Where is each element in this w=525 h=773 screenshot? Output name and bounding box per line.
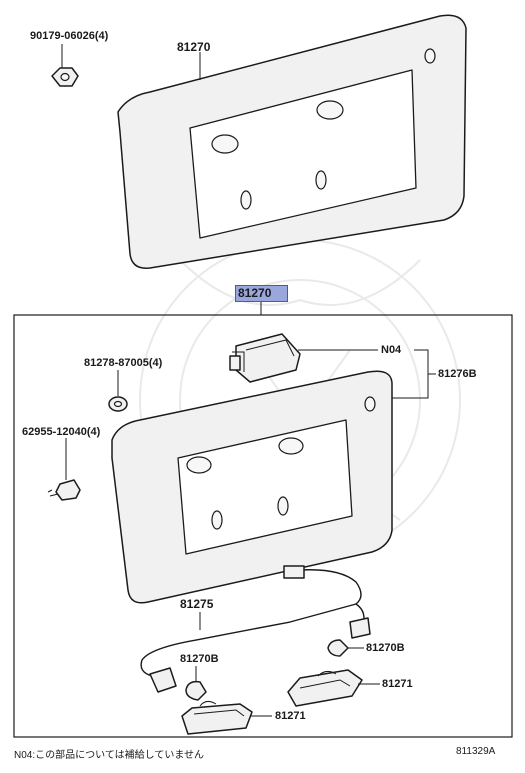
lamp-housing-right (287, 669, 380, 707)
label-n04[interactable]: N04 (381, 344, 402, 356)
footer-code: 811329A (456, 746, 496, 757)
label-lamp-left[interactable]: 81271 (275, 710, 306, 722)
label-grommet[interactable]: 81278-87005(4) (84, 357, 163, 369)
screw-part (47, 438, 81, 501)
assembly-frame (13, 314, 513, 738)
top-plate-bracket (117, 14, 467, 269)
label-top-screw[interactable]: 90179-06026(4) (30, 30, 109, 42)
label-bulb-left[interactable]: 81270B (180, 653, 219, 665)
label-bulb-right[interactable]: 81270B (366, 642, 405, 654)
label-assembly[interactable]: 81270 (238, 286, 272, 300)
lamp-housing-left (181, 700, 272, 735)
bulb-left-part (185, 666, 207, 701)
lower-license-garnish (111, 370, 393, 604)
bulb-right-part (327, 639, 364, 657)
grommet-part (108, 370, 128, 412)
label-screw[interactable]: 62955-12040(4) (22, 426, 101, 438)
top-nut-part (51, 44, 79, 87)
n04-socket-part (229, 333, 378, 383)
footer-note: N04:この部品については補給していません (14, 750, 205, 761)
label-wire[interactable]: 81275 (180, 597, 214, 611)
wiring-harness (140, 565, 371, 693)
label-top-plate[interactable]: 81270 (177, 40, 211, 54)
assembly-label-highlight (235, 285, 288, 302)
label-lamp-right[interactable]: 81271 (382, 678, 413, 690)
label-garnish[interactable]: 81276B (438, 368, 477, 380)
